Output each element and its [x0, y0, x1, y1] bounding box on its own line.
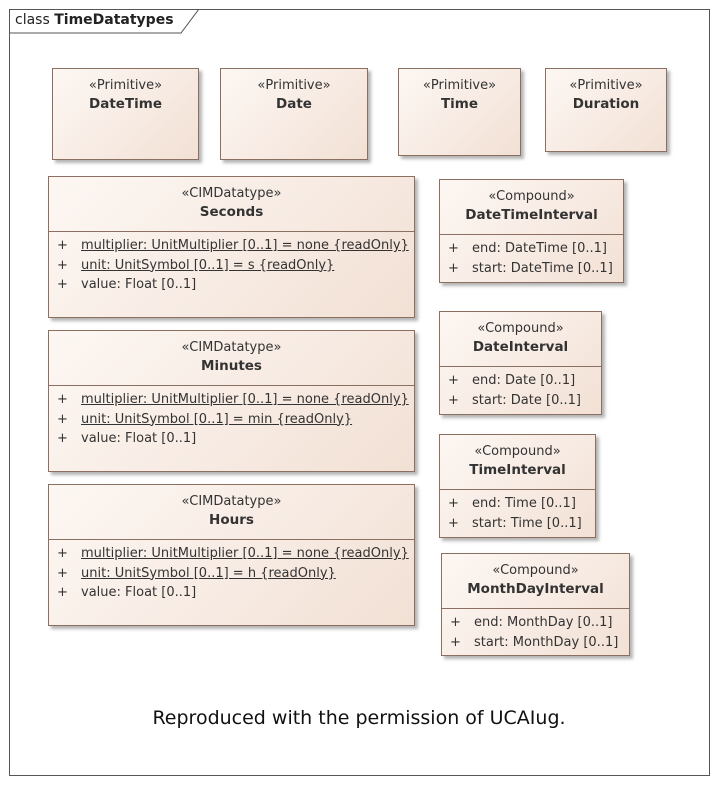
- diagram-title: class TimeDatatypes: [15, 12, 174, 28]
- attribute-row: + start: Time [0..1]: [440, 514, 595, 534]
- visibility-marker: +: [57, 392, 68, 407]
- class-stereotype: «Compound»: [488, 189, 575, 204]
- class-name: Hours: [209, 512, 254, 528]
- visibility-marker: +: [448, 515, 459, 531]
- class-stereotype: «Compound»: [492, 563, 579, 578]
- class-monthdayinterval[interactable]: «Compound» MonthDayInterval + end: Month…: [441, 553, 630, 656]
- attribute-text: end: MonthDay [0..1]: [474, 615, 613, 630]
- attribute-row: + start: DateTime [0..1]: [440, 259, 623, 279]
- attribute-row: + start: MonthDay [0..1]: [442, 633, 629, 653]
- attribute-text: end: DateTime [0..1]: [472, 241, 607, 256]
- class-name: Time: [440, 96, 479, 112]
- attribute-text: end: Time [0..1]: [472, 496, 576, 511]
- attribute-compartment: + end: DateTime [0..1] + start: DateTime…: [440, 234, 623, 278]
- visibility-marker: +: [450, 615, 461, 630]
- attribute-text: value: Float [0..1]: [81, 585, 197, 600]
- attribute-text: value: Float [0..1]: [81, 277, 197, 292]
- class-name: TimeInterval: [469, 462, 566, 478]
- class-stereotype: «CIMDatatype»: [181, 340, 282, 355]
- class-hours[interactable]: «CIMDatatype» Hours + multiplier: UnitMu…: [48, 484, 415, 626]
- attribute-row: + multiplier: UnitMultiplier [0..1] = no…: [49, 236, 414, 256]
- attribute-row: + end: Time [0..1]: [440, 494, 595, 514]
- class-time[interactable]: «Primitive» Time: [398, 68, 521, 156]
- class-name: DateTimeInterval: [465, 207, 598, 223]
- class-date[interactable]: «Primitive» Date: [220, 68, 368, 160]
- attribute-row: + multiplier: UnitMultiplier [0..1] = no…: [49, 390, 414, 410]
- attribute-row: + unit: UnitSymbol [0..1] = min {readOnl…: [49, 410, 414, 430]
- attribute-row: + unit: UnitSymbol [0..1] = s {readOnly}: [49, 256, 414, 276]
- attribute-text: unit: UnitSymbol [0..1] = h {readOnly}: [81, 565, 336, 581]
- attribute-text: start: Date [0..1]: [472, 392, 581, 408]
- class-name: MonthDayInterval: [467, 581, 604, 597]
- class-stereotype: «Primitive»: [569, 78, 643, 93]
- visibility-marker: +: [57, 257, 68, 273]
- class-stereotype: «CIMDatatype»: [181, 186, 282, 201]
- attribute-compartment: + multiplier: UnitMultiplier [0..1] = no…: [49, 385, 414, 449]
- attribute-compartment: + end: Time [0..1] + start: Time [0..1]: [440, 489, 595, 533]
- visibility-marker: +: [57, 565, 68, 581]
- class-name: Minutes: [201, 358, 262, 374]
- class-name: Duration: [572, 96, 640, 112]
- class-datetime[interactable]: «Primitive» DateTime: [52, 68, 199, 160]
- attribute-text: unit: UnitSymbol [0..1] = min {readOnly}: [81, 411, 353, 427]
- visibility-marker: +: [448, 241, 459, 256]
- visibility-marker: +: [448, 260, 459, 276]
- diagram-frame: [9, 9, 710, 776]
- attribute-text: end: Date [0..1]: [472, 373, 576, 388]
- visibility-marker: +: [57, 431, 68, 446]
- attribute-row: + unit: UnitSymbol [0..1] = h {readOnly}: [49, 564, 414, 584]
- diagram-name: TimeDatatypes: [54, 12, 174, 28]
- attribute-row: + end: Date [0..1]: [440, 371, 601, 391]
- class-name: DateInterval: [472, 339, 569, 355]
- visibility-marker: +: [57, 411, 68, 427]
- class-datetimeinterval[interactable]: «Compound» DateTimeInterval + end: DateT…: [439, 179, 624, 283]
- frame-tab-outline: [9, 9, 199, 34]
- attribute-text: multiplier: UnitMultiplier [0..1] = none…: [81, 238, 409, 253]
- class-name: Seconds: [199, 204, 264, 220]
- class-timeinterval[interactable]: «Compound» TimeInterval + end: Time [0..…: [439, 434, 596, 538]
- class-stereotype: «Primitive»: [422, 78, 497, 93]
- attribute-text: start: Time [0..1]: [472, 515, 582, 531]
- class-name: Date: [276, 96, 312, 112]
- permission-credit: Reproduced with the permission of UCAIug…: [152, 707, 566, 729]
- visibility-marker: +: [57, 277, 68, 292]
- attribute-compartment: + end: MonthDay [0..1] + start: MonthDay…: [442, 608, 629, 652]
- attribute-compartment: + end: Date [0..1] + start: Date [0..1]: [440, 366, 601, 410]
- visibility-marker: +: [448, 392, 459, 408]
- class-stereotype: «Primitive»: [257, 78, 331, 93]
- attribute-text: value: Float [0..1]: [81, 431, 197, 446]
- visibility-marker: +: [57, 546, 68, 561]
- attribute-text: start: MonthDay [0..1]: [474, 634, 619, 650]
- visibility-marker: +: [450, 634, 461, 650]
- attribute-compartment: + multiplier: UnitMultiplier [0..1] = no…: [49, 539, 414, 603]
- attribute-text: start: DateTime [0..1]: [472, 260, 613, 276]
- class-stereotype: «Primitive»: [88, 78, 163, 93]
- visibility-marker: +: [448, 373, 459, 388]
- diagram-kind: class: [15, 12, 50, 28]
- attribute-row: + end: DateTime [0..1]: [440, 239, 623, 259]
- attribute-row: + value: Float [0..1]: [49, 429, 414, 449]
- visibility-marker: +: [57, 238, 68, 253]
- class-seconds[interactable]: «CIMDatatype» Seconds + multiplier: Unit…: [48, 176, 415, 318]
- attribute-row: + value: Float [0..1]: [49, 583, 414, 603]
- class-name: DateTime: [89, 96, 162, 112]
- class-stereotype: «Compound»: [474, 444, 561, 459]
- attribute-row: + multiplier: UnitMultiplier [0..1] = no…: [49, 544, 414, 564]
- attribute-text: unit: UnitSymbol [0..1] = s {readOnly}: [81, 257, 335, 273]
- attribute-text: multiplier: UnitMultiplier [0..1] = none…: [81, 392, 409, 407]
- class-stereotype: «Compound»: [477, 321, 564, 336]
- visibility-marker: +: [57, 585, 68, 600]
- class-dateinterval[interactable]: «Compound» DateInterval + end: Date [0..…: [439, 311, 602, 415]
- attribute-row: + value: Float [0..1]: [49, 275, 414, 295]
- visibility-marker: +: [448, 496, 459, 511]
- attribute-row: + start: Date [0..1]: [440, 391, 601, 411]
- class-duration[interactable]: «Primitive» Duration: [545, 68, 667, 152]
- attribute-row: + end: MonthDay [0..1]: [442, 613, 629, 633]
- attribute-compartment: + multiplier: UnitMultiplier [0..1] = no…: [49, 231, 414, 295]
- class-stereotype: «CIMDatatype»: [181, 494, 282, 509]
- attribute-text: multiplier: UnitMultiplier [0..1] = none…: [81, 546, 409, 561]
- class-minutes[interactable]: «CIMDatatype» Minutes + multiplier: Unit…: [48, 330, 415, 472]
